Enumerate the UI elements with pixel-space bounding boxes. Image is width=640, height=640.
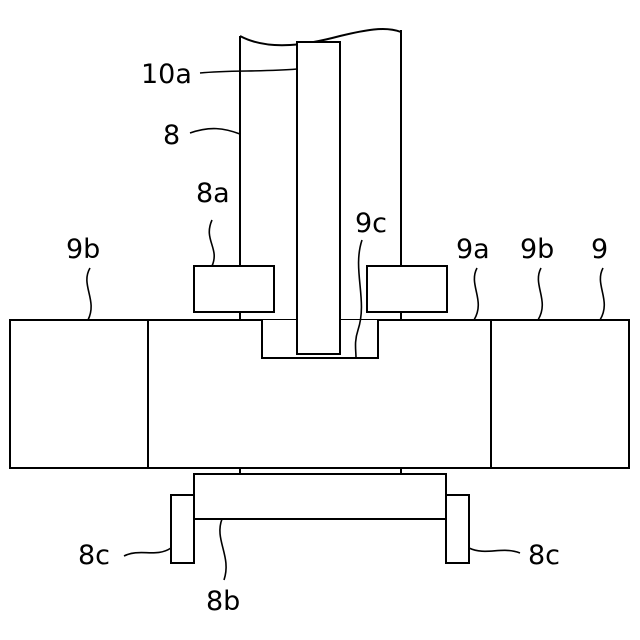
shaft-10a: [297, 42, 340, 354]
leader-9b-left: [87, 268, 91, 320]
leader-8c-right: [469, 548, 520, 553]
leader-10a: [200, 69, 297, 73]
label-9a: 9a: [456, 234, 490, 265]
leader-9b-right: [538, 268, 542, 320]
label-8b: 8b: [206, 586, 240, 617]
leader-9a: [474, 268, 478, 320]
block-8a-right: [367, 266, 447, 312]
label-9b-right: 9b: [520, 234, 554, 265]
label-9: 9: [591, 234, 608, 265]
label-9b-left: 9b: [66, 234, 100, 265]
leader-9: [600, 268, 604, 320]
label-8c-right: 8c: [528, 540, 560, 571]
label-9c: 9c: [355, 208, 387, 239]
label-8a: 8a: [196, 178, 230, 209]
label-10a: 10a: [141, 59, 192, 90]
block-8a-left: [194, 266, 274, 312]
foot-8c-right: [446, 495, 469, 563]
foot-8c-left: [171, 495, 194, 563]
leader-8a: [209, 220, 214, 266]
label-8c-left: 8c: [78, 540, 110, 571]
label-8: 8: [163, 120, 180, 151]
bar-8b: [194, 474, 446, 519]
leader-8c-left: [124, 548, 171, 556]
leader-8b: [220, 519, 226, 580]
leader-8: [190, 129, 240, 134]
